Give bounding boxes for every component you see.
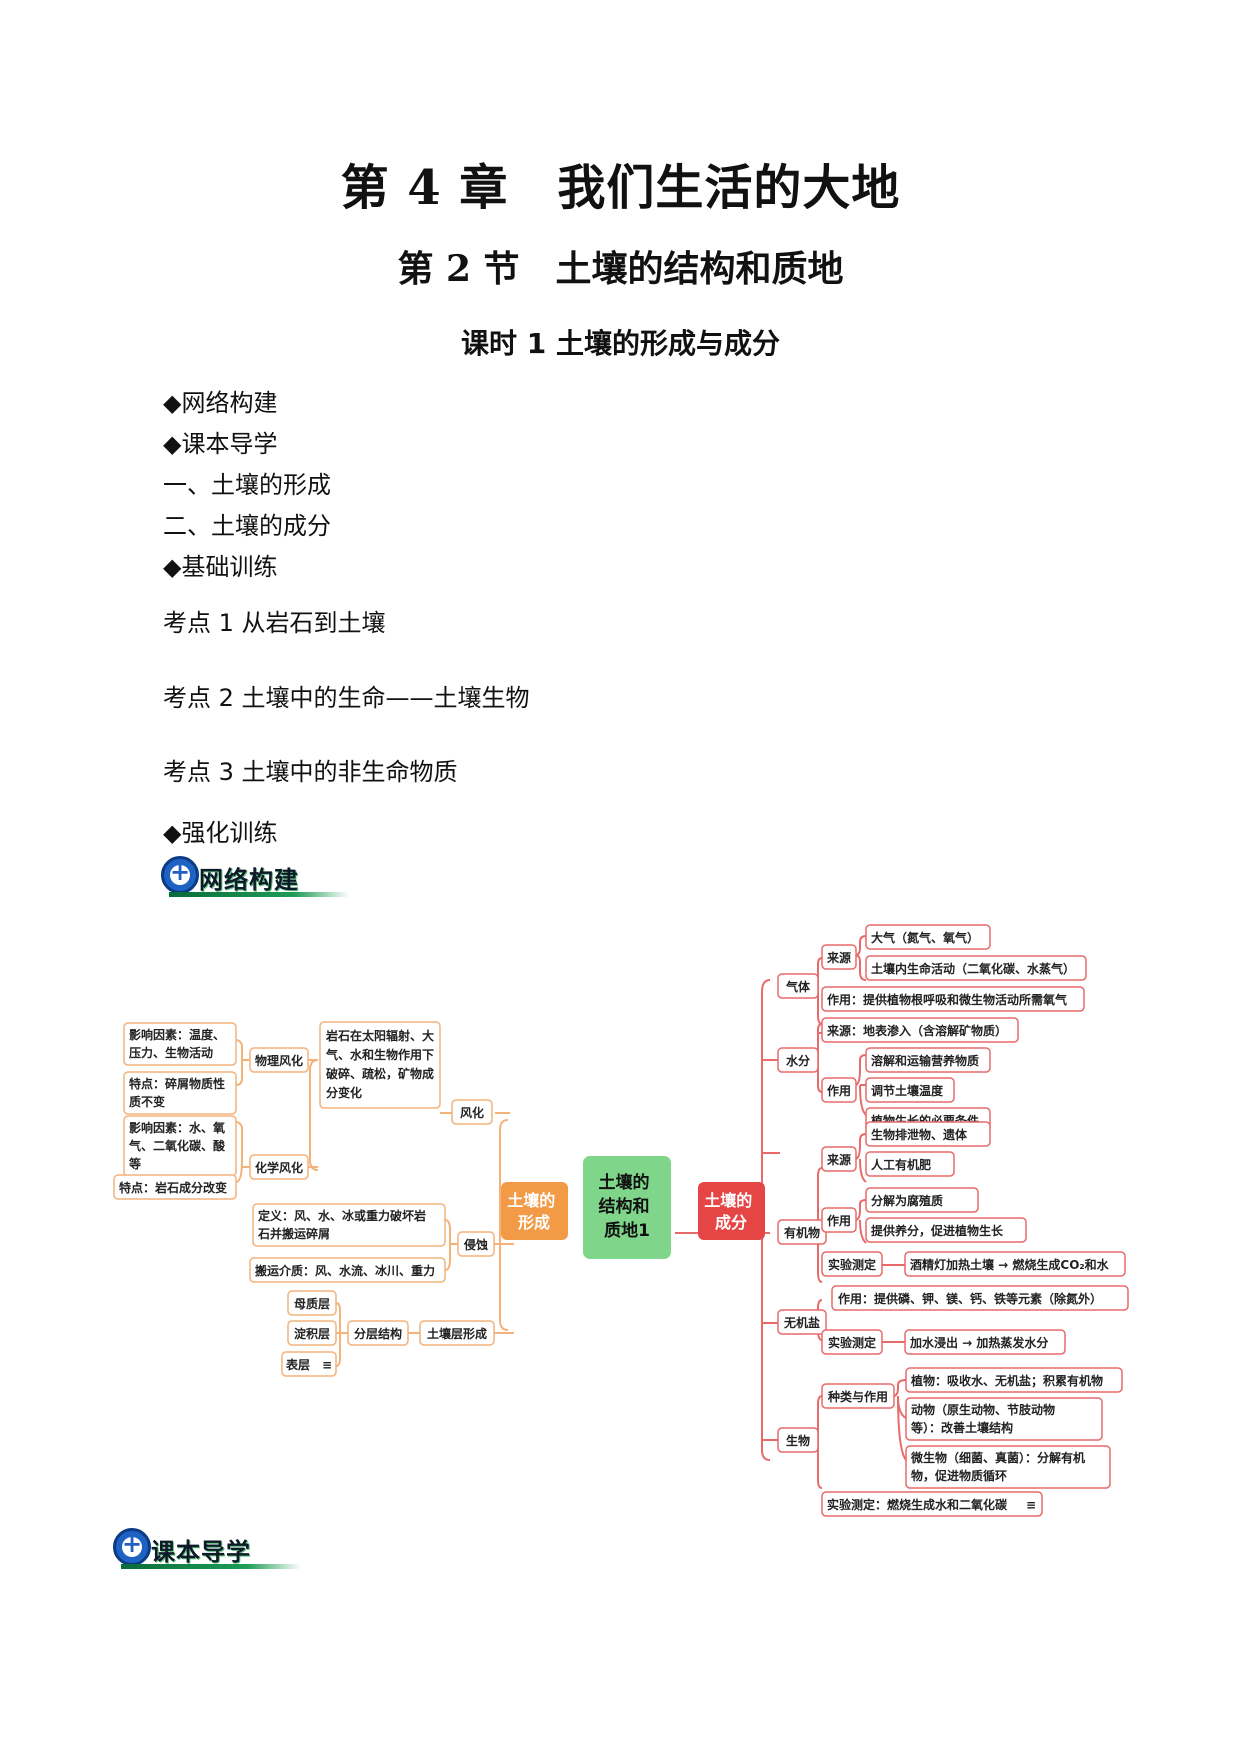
node-org-s2: 人工有机肥 [871,1157,931,1172]
node-organic: 有机物 [784,1225,820,1240]
node-org-r1: 分解为腐殖质 [871,1193,943,1208]
node-gas-role: 作用：提供植物根呼吸和微生物活动所需氧气 [827,992,1067,1007]
node-org-source: 来源 [826,1152,851,1167]
textbook-badge: + 课本导学 [113,1528,313,1570]
outline-composition[interactable]: 二、土壤的成分 [163,512,331,540]
svg-text:土壤的 形成: 土壤的 形成 [507,1191,561,1232]
node-physical: 物理风化 [255,1053,303,1068]
node-gas: 气体 [785,979,811,994]
node-gas-s1: 大气（氮气、氧气） [871,930,979,945]
outline-advanced-training[interactable]: ◆强化训练 [163,819,278,847]
node-erosion-def: 定义：风、水、冰或重力破坏岩 石并搬运碎屑 [257,1208,430,1241]
svg-text:土壤的 成分: 土壤的 成分 [704,1191,758,1232]
node-salt: 无机盐 [783,1315,820,1330]
textbook-badge-label: 课本导学 [151,1538,251,1566]
outline-point-3[interactable]: 考点 3 土壤中的非生命物质 [163,758,458,786]
svg-text:土壤的 结构和 质地1: 土壤的 结构和 质地1 [599,1172,656,1241]
node-water-source: 来源：地表渗入（含溶解矿物质） [826,1023,1007,1038]
lesson-title: 课时 1 土壤的形成与成分 [461,327,780,360]
mind-map: 土壤的 形成 土壤的 结构和 质地1 土壤的 成分 风化 岩石在太阳辐射、大 气… [113,924,1129,1517]
node-phys-factor: 影响因素：温度、 压力、生物活动 [129,1027,229,1060]
network-badge: + 网络构建 [161,856,361,898]
node-weathering: 风化 [460,1105,484,1120]
node-layering: 分层结构 [354,1326,402,1341]
node-gas-source: 来源 [826,950,851,965]
node-salt-exp: 实验测定 [828,1335,876,1350]
left-main-node [501,1182,568,1240]
outline-formation[interactable]: 一、土壤的形成 [163,471,331,499]
node-bio-micro: 微生物（细菌、真菌）：分解有机 物，促进物质循环 [910,1450,1089,1483]
node-chem-feature: 特点：岩石成分改变 [119,1180,227,1195]
node-water-role: 作用 [827,1083,851,1098]
node-layer-form: 土壤层形成 [427,1326,487,1341]
node-water: 水分 [786,1053,810,1068]
node-bio-plant: 植物：吸收水、无机盐；积累有机物 [910,1373,1103,1388]
network-badge-label: 网络构建 [199,866,299,894]
outline-point-1[interactable]: 考点 1 从岩石到土壤 [163,609,386,637]
node-salt-exp-detail: 加水浸出 → 加热蒸发水分 [909,1335,1048,1350]
plus-circle-icon [161,856,199,894]
node-water-r1: 溶解和运输营养物质 [871,1053,979,1068]
node-chem-factor: 影响因素：水、氧 气、二氧化碳、酸 等 [128,1120,229,1171]
section-title: 第 2 节 土壤的结构和质地 [397,248,844,290]
node-surface: 表层 [285,1357,310,1372]
node-gas-s2: 土壤内生命活动（二氧化碳、水蒸气） [871,961,1075,976]
outline-network[interactable]: ◆网络构建 [163,389,278,417]
node-bio-exp: 实验测定：燃烧生成水和二氧化碳 [827,1497,1008,1512]
node-weather-def: 岩石在太阳辐射、大 气、水和生物作用下 破碎、疏松，矿物成 分变化 [325,1028,438,1100]
node-org-exp-detail: 酒精灯加热土壤 → 燃烧生成CO₂和水 [910,1257,1110,1272]
outline-basic-training[interactable]: ◆基础训练 [163,553,278,581]
node-bio-animal: 动物（原生动物、节肢动物 等）：改善土壤结构 [910,1402,1059,1435]
node-deposit: 淀积层 [294,1326,330,1341]
node-erosion-media: 搬运介质：风、水流、冰川、重力 [255,1263,435,1278]
node-org-role: 作用 [827,1213,851,1228]
notes-icon: ≡ [322,1358,332,1372]
outline-textbook[interactable]: ◆课本导学 [163,430,278,458]
node-parent: 母质层 [294,1296,330,1311]
node-org-s1: 生物排泄物、遗体 [871,1127,968,1142]
center-node [583,1156,671,1259]
node-erosion: 侵蚀 [463,1237,488,1252]
node-org-exp: 实验测定 [828,1257,876,1272]
right-main-node [698,1182,765,1240]
node-phys-feature: 特点：碎屑物质性 质不变 [129,1076,229,1109]
node-org-r2: 提供养分，促进植物生长 [871,1223,1004,1238]
outline-point-2[interactable]: 考点 2 土壤中的生命——土壤生物 [163,684,530,712]
node-salt-role: 作用：提供磷、钾、镁、钙、铁等元素（除氮外） [838,1291,1102,1306]
node-chemical: 化学风化 [255,1160,303,1175]
notes-icon: ≡ [1026,1498,1036,1512]
chapter-title: 第 4 章 我们生活的大地 [340,160,901,216]
node-bio-kind: 种类与作用 [827,1389,888,1404]
node-water-r2: 调节土壤温度 [871,1083,944,1098]
node-bio: 生物 [786,1433,810,1448]
